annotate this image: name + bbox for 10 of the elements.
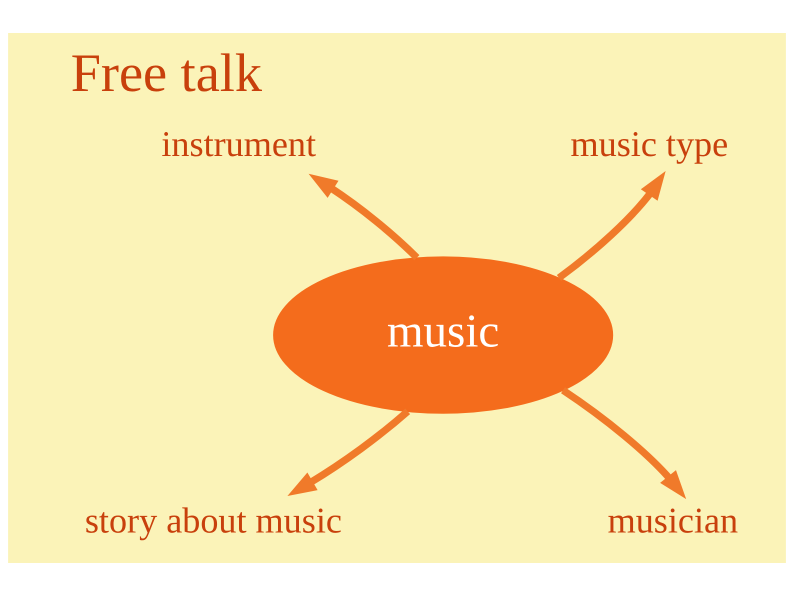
node-ellipse: music <box>273 256 614 414</box>
arrow <box>287 408 410 496</box>
arrow <box>561 387 686 500</box>
node-text: story about music <box>84 500 342 540</box>
node-text: instrument <box>161 124 316 164</box>
node-text: music type <box>570 124 728 164</box>
diagram-title: Free talk <box>70 42 262 103</box>
arrow <box>556 171 666 281</box>
node-text: musician <box>608 500 738 540</box>
arrow <box>308 174 420 260</box>
